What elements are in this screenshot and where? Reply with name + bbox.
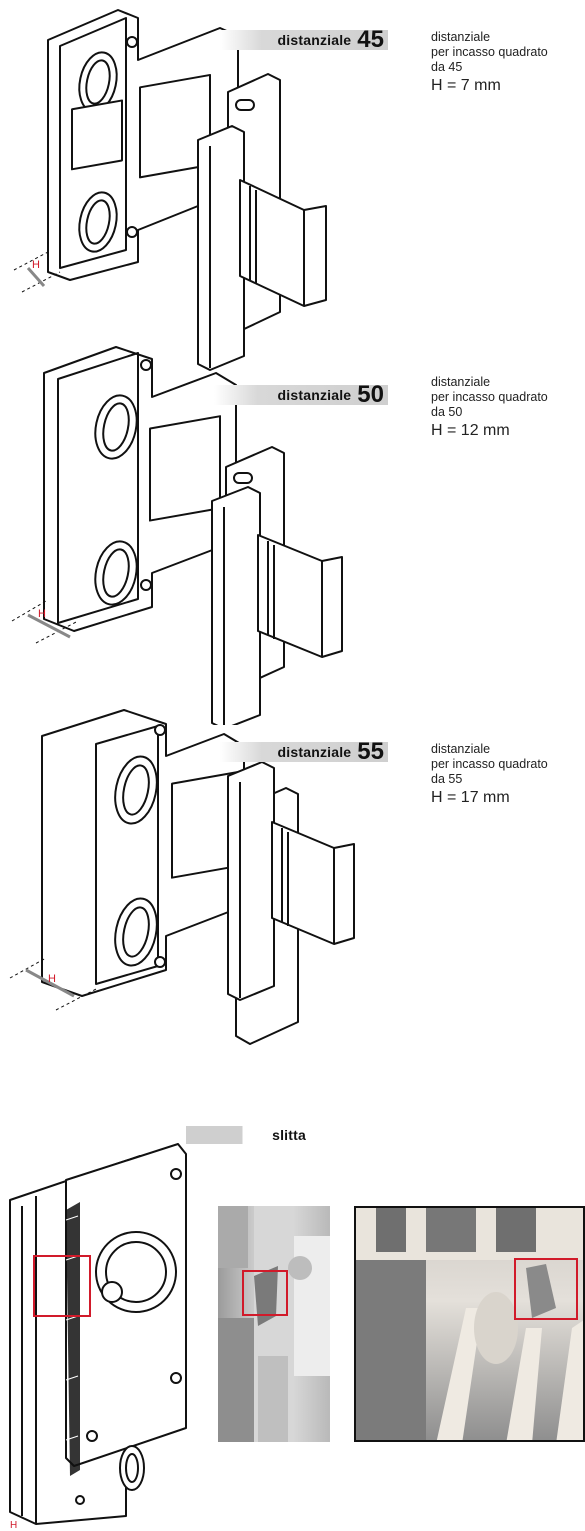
slide-drawing: H	[9, 1143, 187, 1531]
section-distanziale-55: H distanziale 55 distanziale per incasso…	[0, 700, 585, 1080]
dimension-marker: H	[32, 259, 40, 271]
label-bar: distanziale 45	[220, 26, 388, 53]
section-slitta: H slitta	[0, 1120, 585, 1531]
desc-height: H = 12 mm	[431, 422, 510, 439]
spacer-45-drawing: H	[13, 9, 327, 371]
spacer-55-drawing: H	[9, 709, 355, 1045]
detail-highlight	[514, 1258, 578, 1320]
desc-size: da 50	[431, 405, 463, 419]
label-word: distanziale	[277, 387, 352, 403]
label-number: 55	[357, 738, 384, 765]
section-distanziale-45: H distanziale 45 distanziale per incasso…	[0, 0, 585, 380]
slide-photo-small	[218, 1206, 330, 1442]
label-bar: distanziale 50	[214, 381, 388, 408]
detail-highlight	[242, 1270, 288, 1316]
dimension-marker: H	[48, 973, 56, 985]
desc-title: distanziale	[431, 30, 491, 44]
label-number: 45	[357, 26, 384, 53]
label-bar: distanziale 55	[220, 738, 388, 765]
desc-height: H = 7 mm	[431, 77, 501, 94]
label-word: distanziale	[277, 32, 352, 48]
label-number: 50	[357, 381, 384, 408]
description: distanziale per incasso quadrato da 50 H…	[431, 375, 548, 442]
desc-subtitle: per incasso quadrato	[431, 45, 548, 59]
label-bar: slitta	[186, 1126, 312, 1144]
label-word: distanziale	[277, 744, 352, 760]
detail-highlight	[33, 1255, 91, 1317]
desc-subtitle: per incasso quadrato	[431, 390, 548, 404]
slide-photo-large	[354, 1206, 585, 1442]
desc-height: H = 17 mm	[431, 789, 510, 806]
desc-title: distanziale	[431, 375, 491, 389]
label-word: slitta	[272, 1127, 306, 1143]
dimension-marker: H	[38, 608, 46, 620]
desc-subtitle: per incasso quadrato	[431, 757, 548, 771]
desc-size: da 55	[431, 772, 463, 786]
desc-title: distanziale	[431, 742, 491, 756]
description: distanziale per incasso quadrato da 55 H…	[431, 742, 548, 809]
desc-size: da 45	[431, 60, 463, 74]
description: distanziale per incasso quadrato da 45 H…	[431, 30, 548, 97]
section-distanziale-50: H distanziale 50 distanziale per incasso…	[0, 345, 585, 725]
spacer-50-drawing: H	[11, 346, 343, 725]
dimension-marker: H	[10, 1520, 17, 1531]
